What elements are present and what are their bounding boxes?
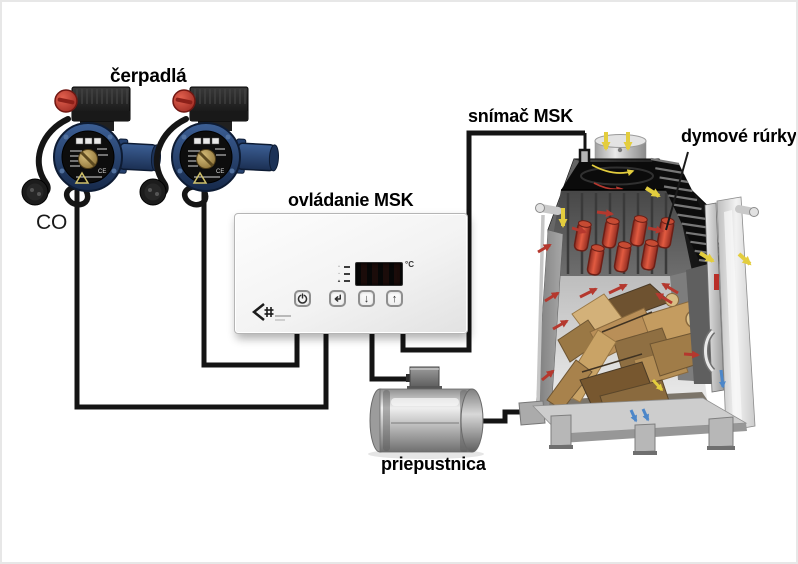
- enter-button[interactable]: [329, 290, 346, 307]
- damper-actuator: [406, 366, 442, 391]
- damper-unit: [368, 366, 484, 459]
- smoke-tube: [586, 244, 605, 276]
- boiler-base: [518, 397, 748, 455]
- wire-pump-left-to-controller: [74, 187, 329, 410]
- boiler-door: [686, 196, 759, 432]
- boiler-top-face: [561, 162, 675, 194]
- enter-icon: [334, 294, 341, 302]
- label-heating-circuit: CO: [36, 211, 68, 234]
- label-controller: ovládanie MSK: [288, 190, 414, 210]
- damper-body: [369, 388, 484, 453]
- mode-icon: ▫: [336, 264, 350, 270]
- msk-logo-icon: [251, 301, 275, 328]
- wire-controller-to-damper: [369, 331, 409, 382]
- down-button[interactable]: ↓: [358, 290, 375, 307]
- controller-indicators: ▫ ◦ ▴: [336, 264, 350, 284]
- smoke-tubes-pointer-line: [665, 151, 689, 231]
- intake-air-arrows: [629, 369, 726, 423]
- label-damper: priepustnica: [381, 454, 486, 474]
- label-smoke-tubes: dymové rúrky: [681, 126, 797, 146]
- alarm-icon: ▴: [336, 278, 350, 284]
- label-sensor: snímač MSK: [468, 106, 574, 126]
- smoke-tube: [601, 217, 620, 249]
- boiler: [518, 132, 759, 455]
- smoke-tube: [640, 239, 659, 271]
- pump-icon: ◦: [336, 271, 350, 277]
- power-button[interactable]: [294, 290, 311, 307]
- smoke-tube: [613, 241, 632, 273]
- label-pumps: čerpadlá: [110, 66, 187, 87]
- boiler-left-wall: [535, 203, 564, 415]
- wire-damper-to-boiler: [480, 409, 522, 424]
- wire-controller-to-sensor: [400, 130, 585, 353]
- smoke-tube: [629, 215, 648, 247]
- display-unit-label: °C: [405, 260, 414, 269]
- cold-air-arrows: [558, 132, 752, 392]
- logo-text-bars: [275, 315, 291, 321]
- hot-air-arrows: [537, 209, 700, 382]
- controller-panel: ▫ ◦ ▴ °C ↓ ↑: [234, 213, 468, 334]
- up-button[interactable]: ↑: [386, 290, 403, 307]
- wire-pump-right-to-controller: [201, 187, 300, 368]
- pump-right: [140, 87, 279, 205]
- controller-display: [355, 262, 403, 286]
- power-icon: [297, 293, 308, 304]
